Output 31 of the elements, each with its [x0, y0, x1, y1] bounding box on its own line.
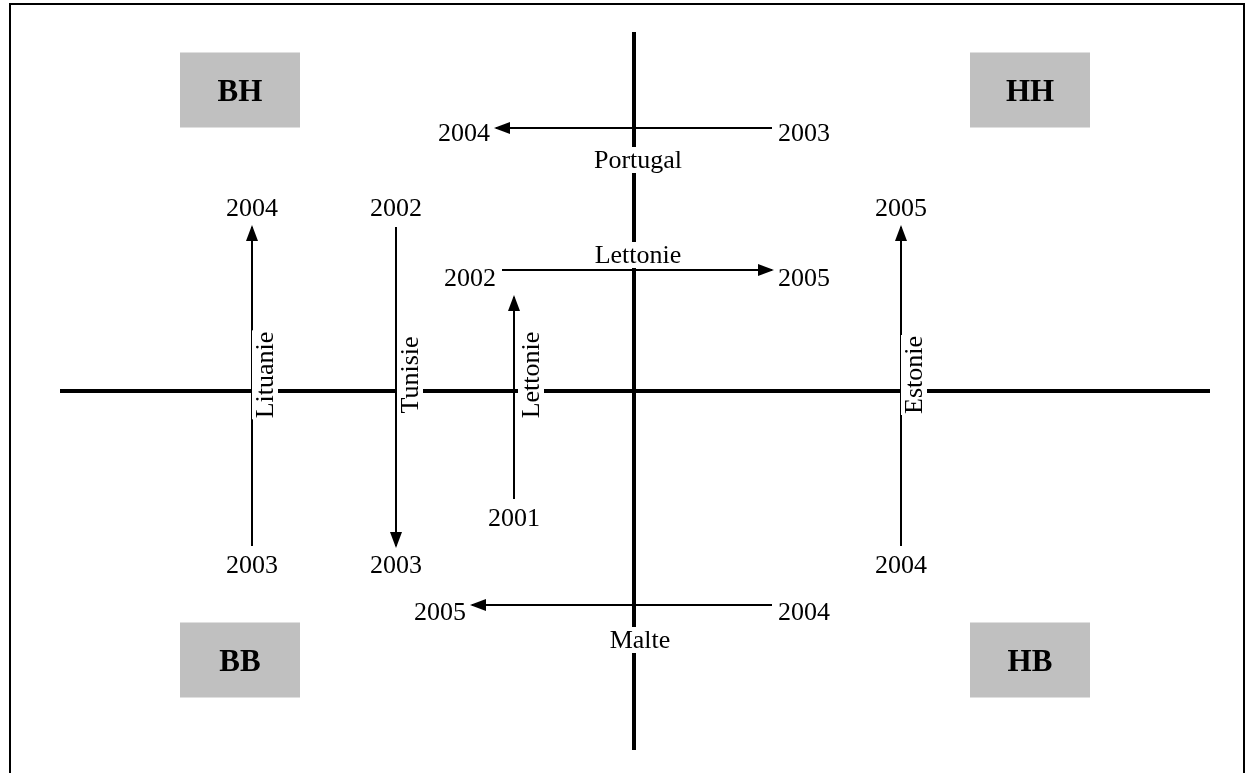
edge-label: Portugal — [592, 147, 684, 173]
arrow — [494, 122, 773, 134]
year-label: 2002 — [444, 265, 496, 291]
year-label: 2005 — [414, 599, 466, 625]
arrow — [508, 295, 520, 500]
edge-label: Estonie — [901, 335, 927, 415]
year-label: 2004 — [438, 120, 490, 146]
arrow — [246, 225, 258, 547]
quadrant-box: BH — [180, 52, 300, 128]
edge-label: Lituanie — [252, 330, 278, 420]
quadrant-box: HB — [970, 622, 1090, 698]
quadrant-box: BB — [180, 622, 300, 698]
year-label: 2003 — [778, 120, 830, 146]
edge-label: Tunisie — [397, 335, 423, 415]
arrow — [470, 599, 773, 611]
year-label: 2005 — [778, 265, 830, 291]
arrow — [895, 225, 907, 547]
year-label: 2001 — [488, 505, 540, 531]
year-label: 2004 — [875, 552, 927, 578]
year-label: 2004 — [778, 599, 830, 625]
year-label: 2002 — [370, 195, 422, 221]
edge-label: Lettonie — [518, 330, 544, 420]
year-label: 2004 — [226, 195, 278, 221]
year-label: 2005 — [875, 195, 927, 221]
year-label: 2003 — [370, 552, 422, 578]
edge-label: Malte — [608, 627, 672, 653]
year-label: 2003 — [226, 552, 278, 578]
arrow — [501, 264, 774, 276]
arrow — [390, 226, 402, 548]
quadrant-box: HH — [970, 52, 1090, 128]
edge-label: Lettonie — [593, 242, 683, 268]
